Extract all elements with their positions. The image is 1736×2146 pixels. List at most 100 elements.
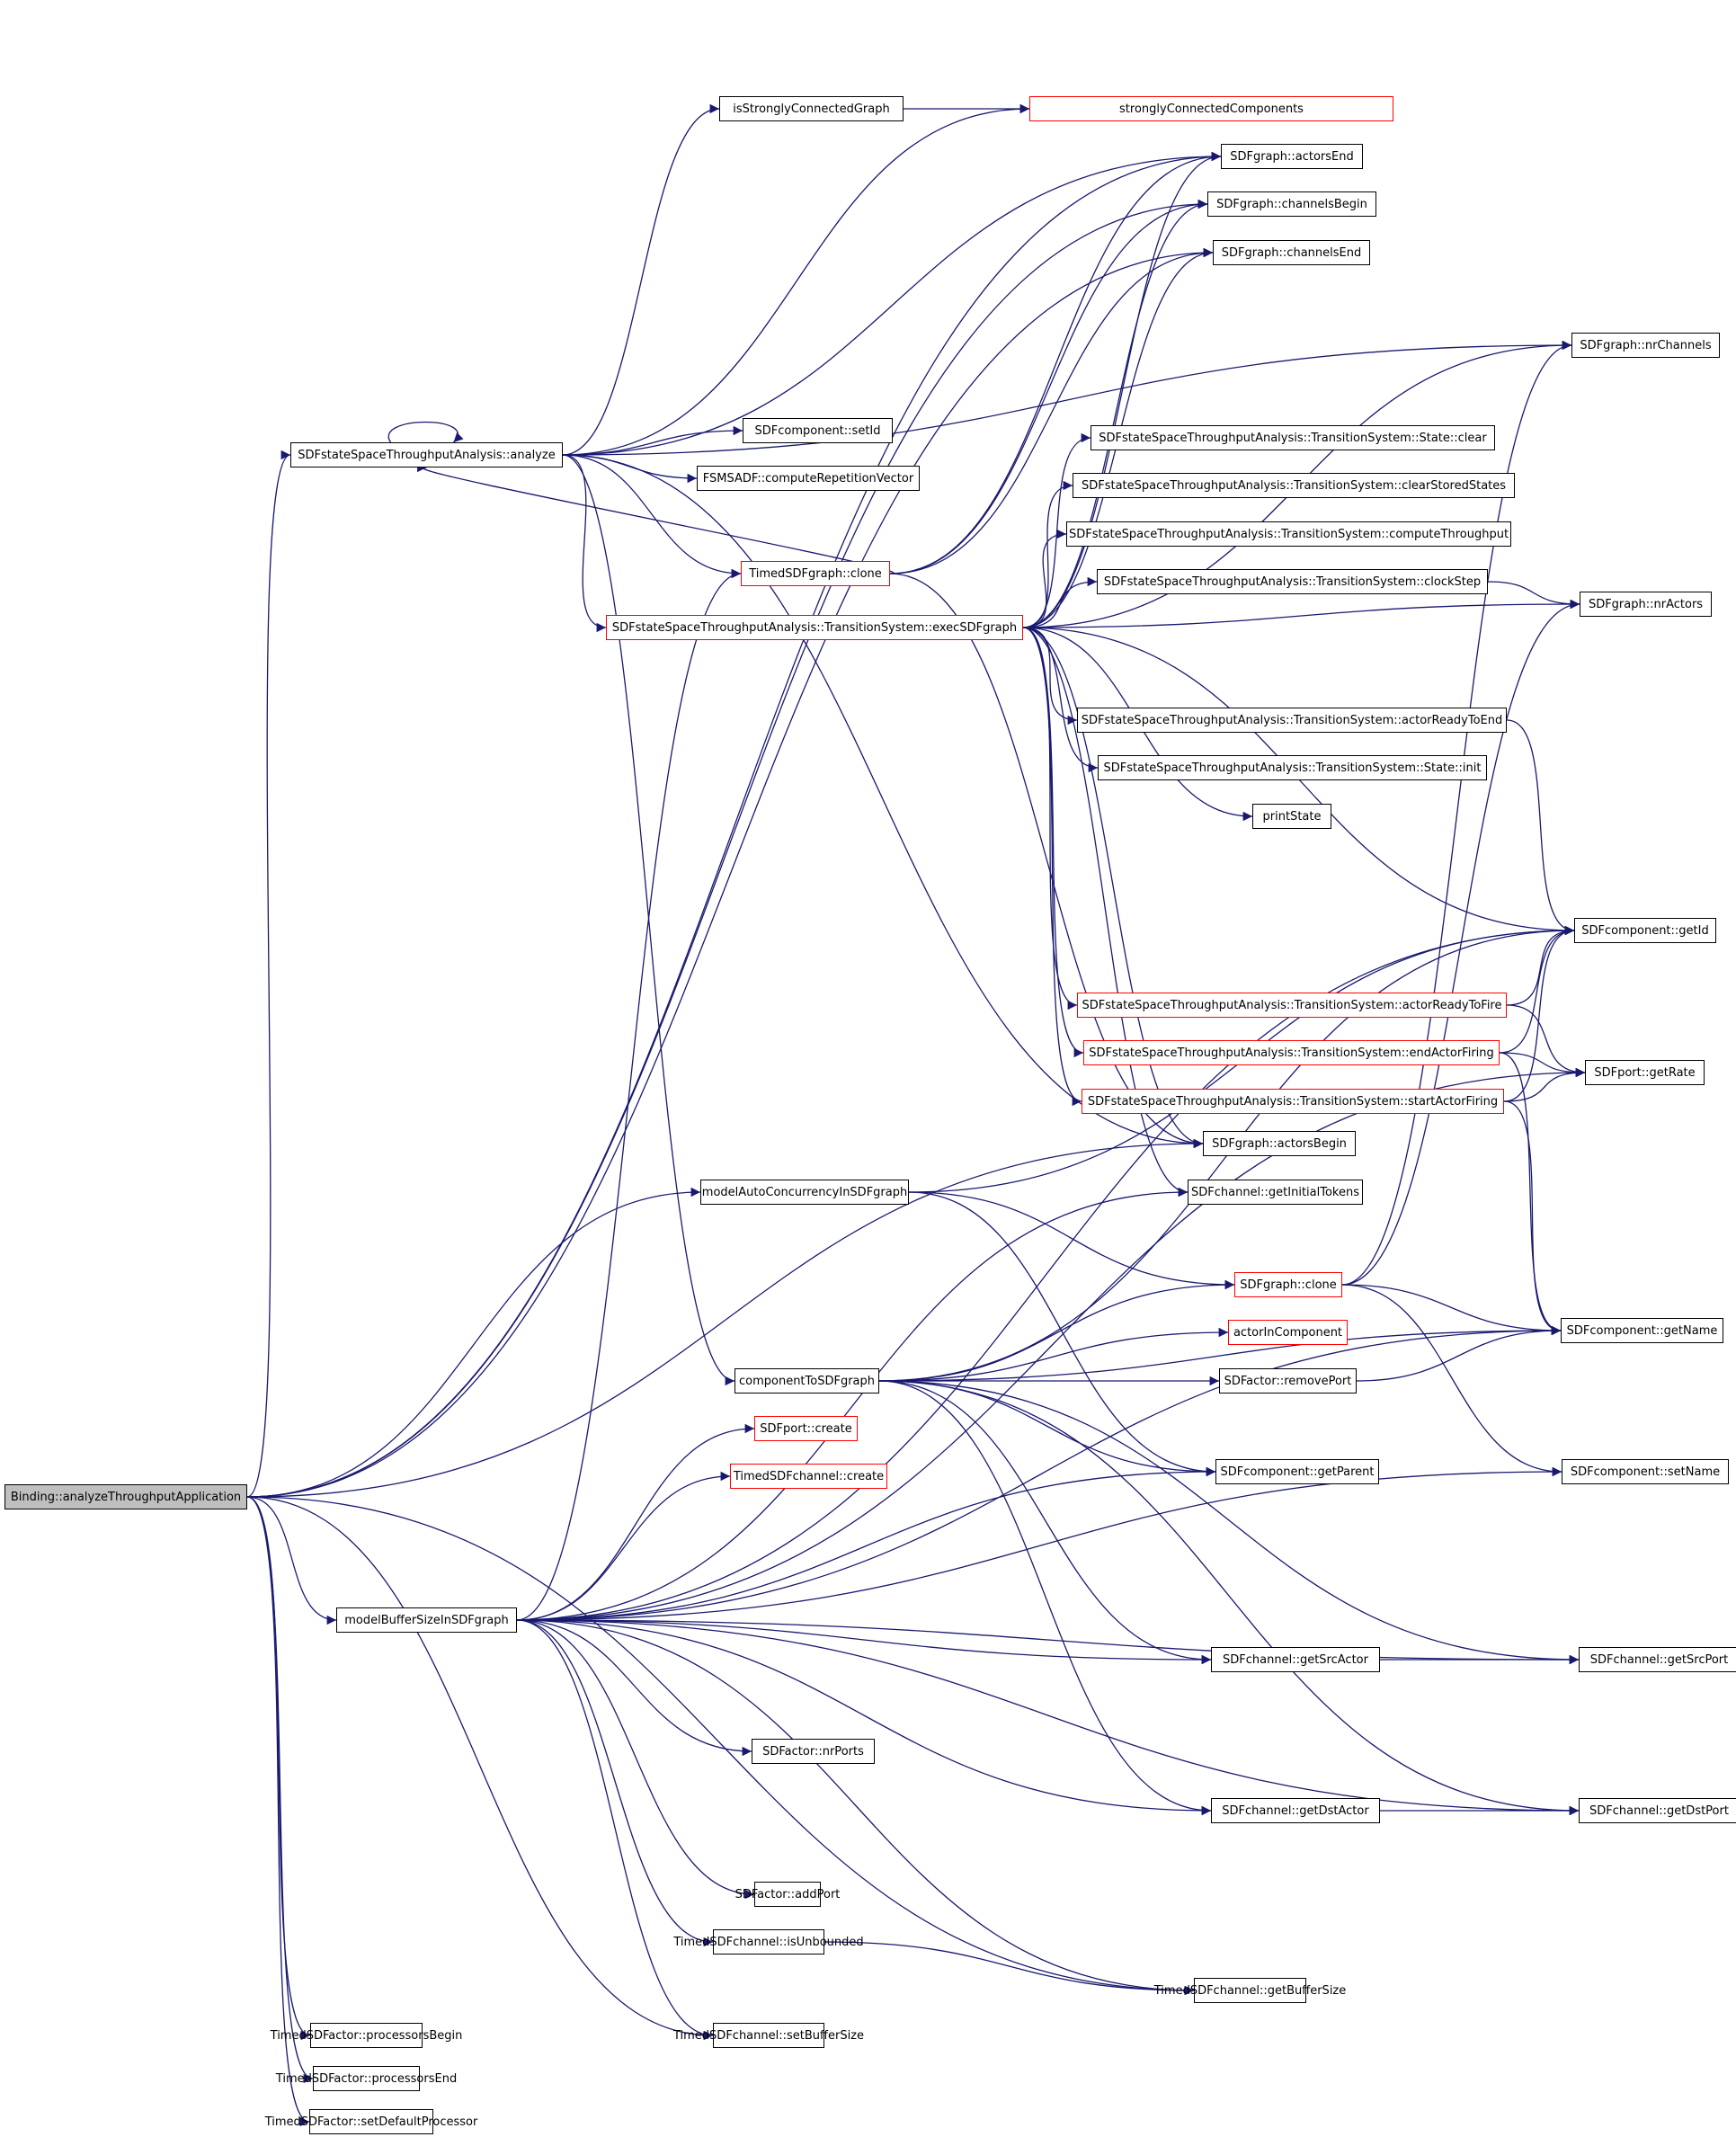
graph-node-state-init[interactable]: SDFstateSpaceThroughputAnalysis::Transit… [1098,755,1487,780]
graph-node-clear-stored[interactable]: SDFstateSpaceThroughputAnalysis::Transit… [1073,473,1515,498]
graph-node-comp-to-s-d-f[interactable]: componentToSDFgraph [734,1368,879,1394]
graph-node-channels-begin[interactable]: SDFgraph::channelsBegin [1207,191,1376,217]
call-edge-exec-to-startFiring [1022,627,1082,1107]
graph-node-get-src-actor[interactable]: SDFchannel::getSrcActor [1211,1647,1380,1672]
call-edge-timedClone-to-actorsEnd [889,151,1222,574]
call-edge-modelBuffer-to-getDstPort [516,1619,1580,1816]
graph-node-model-buffer[interactable]: modelBufferSizeInSDFgraph [336,1607,517,1633]
call-edge-root-to-modelAuto [246,1187,701,1498]
graph-node-get-dst-actor[interactable]: SDFchannel::getDstActor [1211,1798,1380,1823]
graph-node-get-dst-port[interactable]: SDFchannel::getDstPort [1579,1798,1736,1823]
call-edge-modelBuffer-to-nrPorts [516,1619,752,1757]
graph-node-print-state[interactable]: printState [1252,804,1331,829]
call-edge-compToSDF-to-actorInComp [878,1327,1229,1382]
call-edge-root-to-channelsBegin [246,199,1208,1498]
call-edge-modelBuffer-to-getId [516,925,1575,1621]
graph-node-ready-fire[interactable]: SDFstateSpaceThroughputAnalysis::Transit… [1077,993,1507,1018]
graph-node-sdf-clone[interactable]: SDFgraph::clone [1234,1272,1342,1297]
graph-node-clock-step[interactable]: SDFstateSpaceThroughputAnalysis::Transit… [1097,569,1488,594]
graph-node-get-buf-size[interactable]: TimedSDFchannel::getBufferSize [1154,1978,1346,2003]
call-edge-clockStep-to-nrActors [1487,581,1580,610]
graph-node-proc-begin[interactable]: TimedSDFactor::processorsBegin [271,2023,462,2048]
graph-node-timed-clone[interactable]: TimedSDFgraph::clone [741,561,890,586]
call-edge-startFiring-to-getId [1503,925,1575,1102]
graph-node-compute-t-p[interactable]: SDFstateSpaceThroughputAnalysis::Transit… [1066,521,1511,547]
graph-node-init-tokens[interactable]: SDFchannel::getInitialTokens [1188,1180,1363,1205]
graph-node-actors-end[interactable]: SDFgraph::actorsEnd [1221,144,1363,169]
call-edge-root-to-setDefProc [246,1496,310,2127]
graph-node-start-firing[interactable]: SDFstateSpaceThroughputAnalysis::Transit… [1082,1089,1504,1114]
graph-node-compute-rep[interactable]: FSMSADF::computeRepetitionVector [697,466,920,491]
graph-node-state-clear[interactable]: SDFstateSpaceThroughputAnalysis::Transit… [1091,425,1495,450]
graph-node-actors-begin[interactable]: SDFgraph::actorsBegin [1203,1131,1356,1156]
graph-node-proc-end[interactable]: TimedSDFactor::processorsEnd [276,2066,457,2091]
call-edge-root-to-actorsEnd [246,151,1222,1498]
graph-node-is-unbounded[interactable]: TimedSDFchannel::isUnbounded [673,1929,864,1955]
call-edge-modelBuffer-to-initTokens [516,1187,1188,1621]
call-edge-exec-to-clearStored [1022,480,1073,628]
graph-node-ready-end[interactable]: SDFstateSpaceThroughputAnalysis::Transit… [1077,708,1507,733]
graph-node-model-auto[interactable]: modelAutoConcurrencyInSDFgraph [700,1180,909,1205]
call-edge-sdfClone-to-nrActors [1341,599,1580,1286]
graph-node-nr-actors[interactable]: SDFgraph::nrActors [1580,592,1712,617]
graph-node-root[interactable]: Binding::analyzeThroughputApplication [4,1484,247,1509]
call-edge-root-to-modelBuffer [246,1496,337,1625]
graph-node-exec[interactable]: SDFstateSpaceThroughputAnalysis::Transit… [606,615,1023,640]
call-edge-modelAuto-to-getParent [908,1191,1216,1477]
graph-node-nr-ports[interactable]: SDFactor::nrPorts [752,1739,875,1764]
call-edge-analyze-to-actorsEnd [562,151,1222,456]
graph-node-actor-in-comp[interactable]: actorInComponent [1228,1320,1348,1345]
call-edge-modelBuffer-to-getName [516,1325,1562,1621]
graph-node-get-name[interactable]: SDFcomponent::getName [1561,1318,1723,1343]
call-edge-analyze-to-scc [562,103,1030,456]
call-edge-readyEnd-to-getId [1506,719,1575,936]
graph-node-analyze[interactable]: SDFstateSpaceThroughputAnalysis::analyze [290,442,563,467]
call-edge-compToSDF-to-getSrcPort [878,1380,1580,1665]
graph-node-nr-channels[interactable]: SDFgraph::nrChannels [1571,333,1720,358]
call-edge-compToSDF-to-getDstPort [878,1380,1580,1816]
call-edge-isUnbounded-to-getBufSize [823,1941,1195,1996]
call-edge-compToSDF-to-sdfClone [878,1279,1235,1382]
call-edge-analyze-to-setId [562,425,743,456]
call-edge-analyze-to-isSCG [562,103,720,456]
call-edge-exec-to-stateClear [1022,432,1091,628]
graph-node-end-firing[interactable]: SDFstateSpaceThroughputAnalysis::Transit… [1083,1040,1500,1065]
call-edge-compToSDF-to-getSrcActor [878,1380,1212,1665]
call-edge-modelBuffer-to-getBufSize [516,1619,1195,1996]
graph-node-channels-end[interactable]: SDFgraph::channelsEnd [1213,240,1370,265]
graph-node-set-def-proc[interactable]: TimedSDFactor::setDefaultProcessor [265,2109,477,2134]
call-edge-endFiring-to-getId [1499,925,1575,1054]
call-edge-endFiring-to-getRate [1499,1052,1586,1078]
graph-node-get-rate[interactable]: SDFport::getRate [1585,1060,1705,1085]
graph-node-get-id[interactable]: SDFcomponent::getId [1574,918,1716,943]
call-edge-modelAuto-to-sdfClone [908,1191,1235,1290]
call-edge-removePort-to-getName [1356,1325,1562,1382]
graph-node-chan-create[interactable]: TimedSDFchannel::create [730,1464,887,1489]
call-edge-readyFire-to-getRate [1506,1004,1586,1078]
call-edge-modelBuffer-to-setBufSize [516,1619,714,2041]
graph-node-set-buf-size[interactable]: TimedSDFchannel::setBufferSize [673,2023,864,2048]
graph-node-set-id[interactable]: SDFcomponent::setId [743,418,893,443]
call-edge-modelBuffer-to-timedClone [516,568,742,1621]
call-edge-timedClone-to-channelsBegin [889,199,1208,574]
graph-node-scc[interactable]: stronglyConnectedComponents [1029,96,1393,121]
call-edge-readyFire-to-getId [1506,925,1575,1006]
call-edge-root-to-procBegin [246,1496,311,2041]
call-edge-exec-to-actorsEnd [1022,151,1222,628]
call-edge-modelBuffer-to-chanCreate [516,1471,731,1621]
graph-node-get-parent[interactable]: SDFcomponent::getParent [1215,1459,1379,1484]
call-edge-exec-to-actorsBegin [1022,627,1204,1149]
graph-node-remove-port[interactable]: SDFactor::removePort [1219,1368,1357,1394]
call-edge-analyze-to-analyze [387,421,464,443]
graph-node-set-name[interactable]: SDFcomponent::setName [1562,1459,1729,1484]
call-edge-root-to-channelsEnd [246,247,1214,1498]
call-edge-compToSDF-to-getName [878,1325,1562,1382]
call-edge-modelBuffer-to-getSrcActor [516,1619,1212,1665]
call-edge-root-to-analyze [246,450,291,1498]
graph-node-add-port[interactable]: SDFactor::addPort [735,1882,840,1907]
graph-node-port-create[interactable]: SDFport::create [754,1416,858,1441]
graph-node-get-src-port[interactable]: SDFchannel::getSrcPort [1579,1647,1736,1672]
graph-node-is-s-c-g[interactable]: isStronglyConnectedGraph [719,96,904,121]
call-edge-exec-to-computeTP [1022,529,1067,628]
